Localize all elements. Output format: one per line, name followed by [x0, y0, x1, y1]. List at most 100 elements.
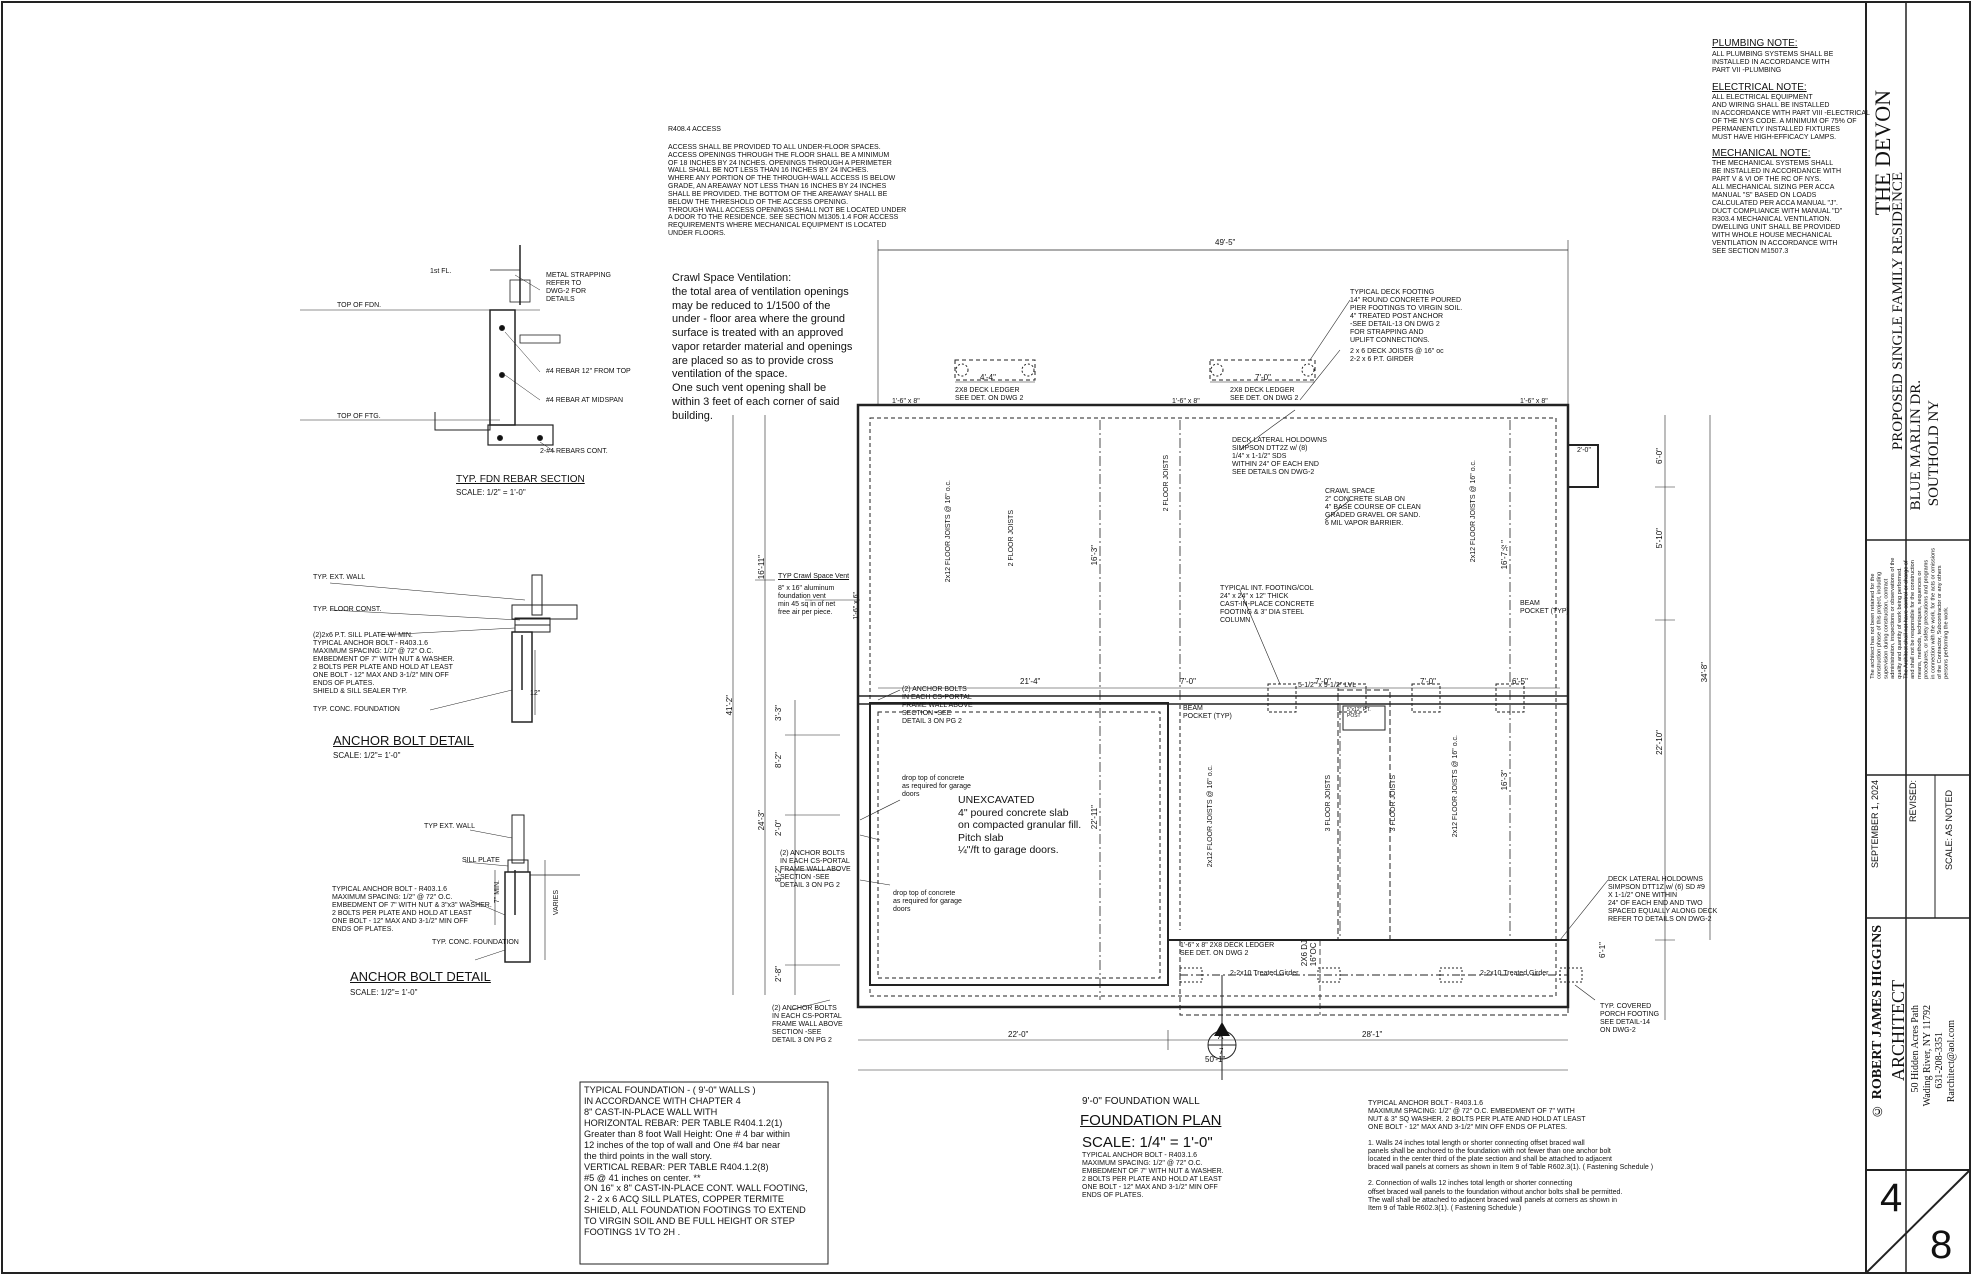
section-marker-number: 7	[1219, 1047, 1224, 1056]
beam-pocket-right: BEAM POCKET (TYP)	[1520, 600, 1569, 616]
deck-joists-note: 2 x 6 DECK JOISTS @ 16" oc 2-2 x 6 P.T. …	[1350, 348, 1444, 364]
int-footing-note: TYPICAL INT. FOOTING/COL 24" x 24" x 12"…	[1220, 585, 1315, 625]
drop-concrete-b: drop top of concrete as required for gar…	[893, 890, 962, 914]
dim-left-c: 2'-0"	[774, 820, 783, 836]
dim-right-d: 6'-1"	[1598, 942, 1607, 958]
project-subtitle: PROPOSED SINGLE FAMILY RESIDENCE	[1890, 172, 1906, 451]
anchor1-scale: SCALE: 1/2"= 1'-0"	[333, 751, 401, 760]
dim-ledger-b: 7'-0"	[1255, 373, 1271, 382]
crawl-space-note: CRAWL SPACE 2" CONCRETE SLAB ON 4" BASE …	[1325, 488, 1421, 528]
dim-right-b: 5'-10"	[1655, 528, 1664, 549]
dim-ledger-a: 4'-4"	[980, 373, 996, 382]
dim-left-small: 1'-6" x 6"	[853, 592, 860, 620]
anchor2-bolt-text: TYPICAL ANCHOR BOLT - R403.1.6 MAXIMUM S…	[332, 886, 492, 934]
anchor2-dim-min: 7" MIN.	[494, 880, 501, 904]
plan-anchor-note: TYPICAL ANCHOR BOLT - R403.1.6 MAXIMUM S…	[1082, 1152, 1224, 1200]
disclaimer-text: The architect has not been retained for …	[1870, 548, 1950, 679]
dim-ledger-corner-right: 1'-6" x 8"	[1520, 398, 1548, 405]
dim-overall-bottom: 50'-1"	[1205, 1055, 1226, 1064]
anchor2-dim-varies: VARIES	[553, 890, 560, 916]
project-address-1: BLUE MARLIN DR.	[1908, 380, 1924, 511]
dim-row-3: 7'-0"	[1315, 677, 1331, 686]
anchor2-scale: SCALE: 1/2"= 1'-0"	[350, 988, 418, 997]
anchor-detail-1-drawing	[329, 574, 578, 723]
ledger-label-bottom: 1'-6" x 8" 2X8 DECK LEDGER SEE DET. ON D…	[1180, 942, 1275, 958]
anchor1-sill-text: (2)2x6 P.T. SILL PLATE W/ MIN. TYPICAL A…	[313, 632, 455, 696]
joists-label-f: 3 FLOOR JOISTS	[1325, 775, 1332, 832]
rebar-top-ftg: TOP OF FTG.	[337, 413, 381, 420]
anchor1-floor: TYP. FLOOR CONST.	[313, 606, 382, 613]
anchor-bolts-b: (2) ANCHOR BOLTS IN EACH CS-PORTAL FRAME…	[780, 850, 851, 890]
dim-row-5: 6'-5"	[1512, 677, 1528, 686]
plan-title: FOUNDATION PLAN	[1080, 1112, 1222, 1129]
dim-inner-1671: 16'-7½"	[1500, 540, 1509, 570]
dim-ledger-corner-mid: 1'-6" x 8"	[1172, 398, 1200, 405]
rebar-section-scale: SCALE: 1/2" = 1'-0"	[456, 488, 526, 497]
vent-title: TYP Crawl Space Vent	[778, 573, 850, 580]
braced-wall-note: TYPICAL ANCHOR BOLT - R403.1.6 MAXIMUM S…	[1368, 1100, 1654, 1212]
foundation-note-text: TYPICAL FOUNDATION - ( 9'-0" WALLS ) IN …	[584, 1085, 808, 1238]
girder-label-b: 2-2x10 Treated Girder	[1480, 970, 1549, 977]
porch-footing-note: TYP. COVERED PORCH FOOTING SEE DETAIL-14…	[1600, 1003, 1660, 1035]
crawl-ventilation-note: Crawl Space Ventilation: the total area …	[672, 272, 853, 422]
anchor2-foundation: TYP. CONC. FOUNDATION	[432, 939, 519, 946]
anchor-detail-2-drawing	[464, 814, 580, 963]
girder-label-a: 2-2x10 Treated Girder	[1230, 970, 1299, 977]
deck-joist-label: 2X6 DJ 16"OC	[1300, 940, 1319, 967]
dim-inner-163b: 16'-3"	[1500, 770, 1509, 791]
ventilation-note-body: R303.4 MECHANICAL VENTILATION. DWELLING …	[1712, 216, 1841, 256]
ledger-label-b: 2X8 DECK LEDGER SEE DET. ON DWG 2	[1230, 387, 1299, 403]
drawing-date: SEPTEMBER 1, 2024	[1870, 780, 1880, 869]
dim-row-1: 21'-4"	[1020, 677, 1041, 686]
dim-row-4: 7'-0"	[1420, 677, 1436, 686]
access-note-body: ACCESS SHALL BE PROVIDED TO ALL UNDER-FL…	[668, 144, 907, 238]
project-address-2: SOUTHOLD NY	[1926, 400, 1942, 507]
mechanical-note-body: THE MECHANICAL SYSTEMS SHALL BE INSTALLE…	[1712, 160, 1843, 216]
access-note-title: R408.4 ACCESS	[668, 126, 721, 133]
foundation-note-box	[579, 1081, 829, 1265]
rebar-top-label: #4 REBAR 12" FROM TOP	[546, 368, 631, 375]
rebar-mid-label: #4 REBAR AT MIDSPAN	[546, 397, 624, 404]
sheet-total: 8	[1930, 1223, 1953, 1267]
revised-label: REVISED:	[1908, 780, 1918, 823]
architect-address-1: 50 Hidden Acres Path	[1910, 1005, 1921, 1093]
anchor2-sill: SILL PLATE	[462, 857, 500, 864]
scale-label: SCALE: AS NOTED	[1944, 790, 1954, 871]
plumbing-note-title: PLUMBING NOTE:	[1712, 38, 1798, 49]
dim-right-a: 6'-0"	[1655, 448, 1664, 464]
electrical-note-body: ALL ELECTRICAL EQUIPMENT AND WIRING SHAL…	[1712, 94, 1870, 142]
joists-label-b: 2 FLOOR JOISTS	[1008, 510, 1015, 567]
holdowns-note: DECK LATERAL HOLDOWNS SIMPSON DTT2Z w/ (…	[1232, 437, 1327, 477]
section-marker-letter: A	[1218, 1032, 1224, 1041]
dim-ledger-corner-left: 1'-6" x 8"	[892, 398, 920, 405]
dim-inner-2211: 22'-11"	[1090, 805, 1099, 830]
anchor-bolts-a: (2) ANCHOR BOLTS IN EACH CS-PORTAL FRAME…	[902, 686, 973, 726]
unexcavated-note: UNEXCAVATED 4" poured concrete slab on c…	[958, 794, 1082, 857]
rebar-top-fdn: TOP OF FDN.	[337, 302, 382, 309]
anchor1-ext-wall: TYP. EXT. WALL	[313, 574, 366, 581]
mechanical-note-title: MECHANICAL NOTE:	[1712, 148, 1811, 159]
anchor2-title: ANCHOR BOLT DETAIL	[350, 969, 491, 984]
joists-label-h: 2x12 FLOOR JOISTS @ 16" o.c.	[1452, 735, 1459, 838]
anchor1-dim: 12"	[530, 690, 541, 697]
holdowns-b-note: DECK LATERAL HOLDOWNS SIMPSON DTT1Z w/ (…	[1608, 876, 1718, 924]
dim-overall-top: 49'-5"	[1215, 238, 1236, 247]
plan-wall-label: 9'-0" FOUNDATION WALL	[1082, 1096, 1200, 1107]
dim-left-garage: 24'-3"	[757, 810, 766, 831]
dim-bump: 2'-0"	[1577, 447, 1591, 454]
dim-right-overall: 34'-8"	[1700, 662, 1709, 683]
anchor1-title: ANCHOR BOLT DETAIL	[333, 733, 474, 748]
joists-label-c: 2 FLOOR JOISTS	[1163, 455, 1170, 512]
sheet-number: 4	[1880, 1176, 1903, 1220]
post-label: 5"x12" P.T. POST	[1347, 707, 1371, 719]
anchor1-foundation: TYP. CONC. FOUNDATION	[313, 706, 400, 713]
dim-left-b: 8'-2"	[774, 752, 783, 768]
joists-label-a: 2x12 FLOOR JOISTS @ 16" o.c.	[945, 480, 952, 583]
architect-address-2: Wading River, NY 11792	[1922, 1005, 1933, 1107]
architect-role: ARCHITECT	[1888, 980, 1908, 1081]
vent-body: 8" x 16" aluminum foundation vent min 45…	[778, 585, 836, 617]
architect-phone: 631-208-3351	[1934, 1032, 1945, 1089]
electrical-note-title: ELECTRICAL NOTE:	[1712, 82, 1807, 93]
dim-left-top: 16'-11"	[757, 555, 766, 580]
